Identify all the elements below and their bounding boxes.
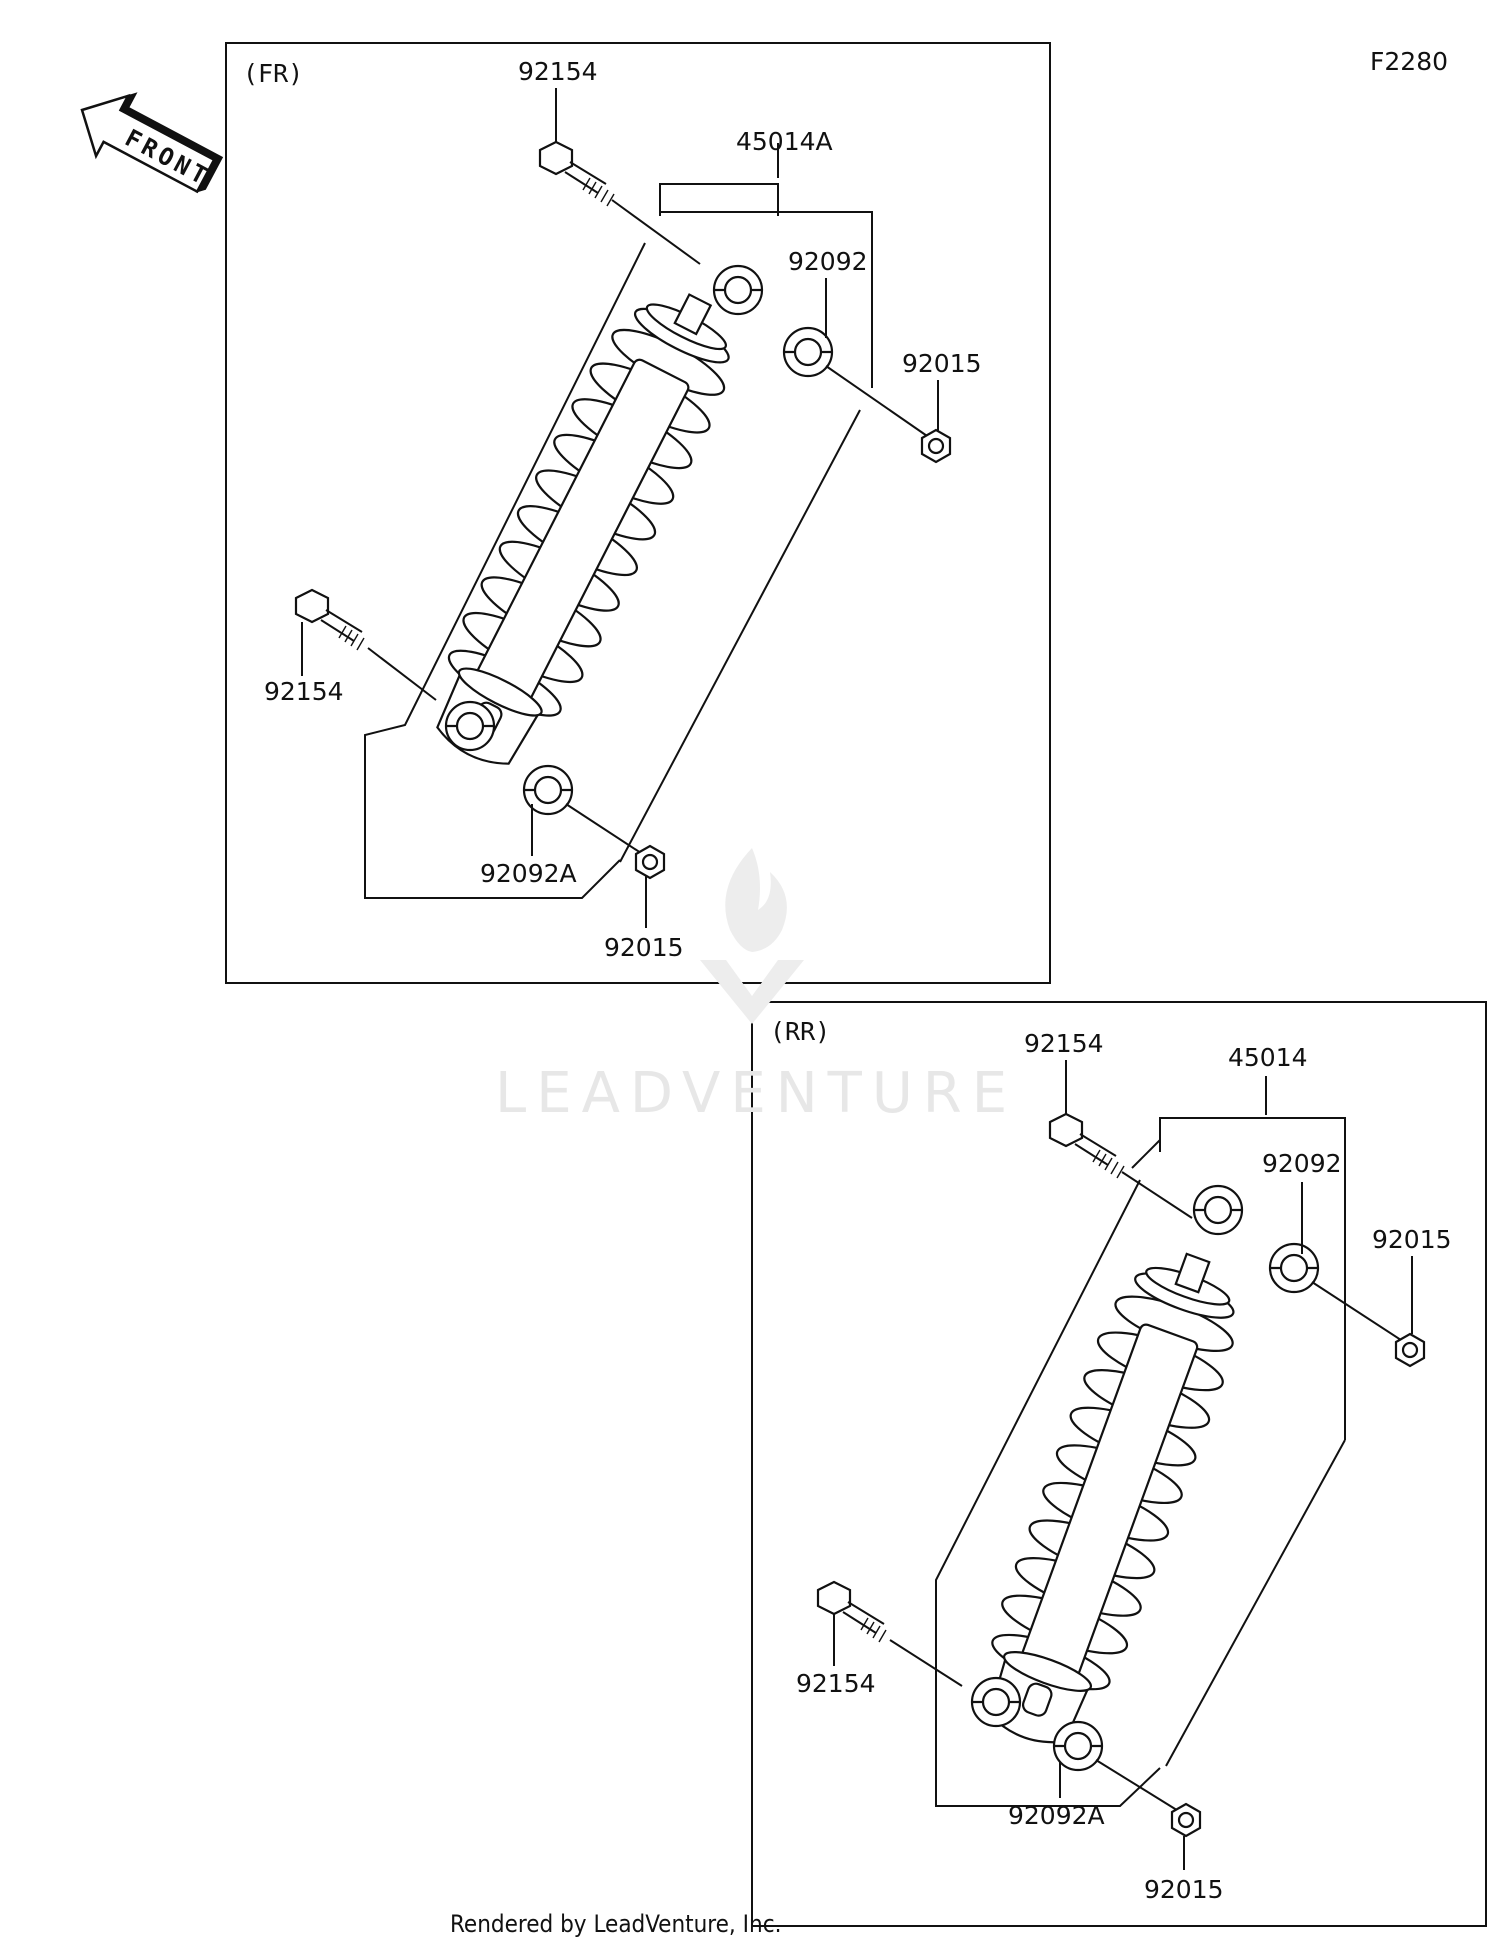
- front-bottom-nut: [634, 844, 666, 880]
- rear-assembly-bracket-right: [1159, 1117, 1346, 1440]
- footer-credit: Rendered by LeadVenture, Inc.: [450, 1910, 781, 1938]
- front-direction-arrow: FRONT: [80, 92, 224, 194]
- rear-top-collar: [1268, 1242, 1320, 1294]
- watermark-text: LEADVENTURE: [495, 1061, 1017, 1126]
- front-label-nut-top: 92015: [902, 349, 982, 378]
- rear-bottom-bolt: [816, 1580, 963, 1687]
- front-label-assembly: 45014A: [736, 127, 833, 156]
- rear-label-bolt-top: 92154: [1024, 1029, 1104, 1058]
- rear-label-collar-bottom: 92092A: [1008, 1801, 1105, 1830]
- rear-top-bolt: [1048, 1112, 1193, 1219]
- rear-label-bolt-bottom: 92154: [796, 1669, 876, 1698]
- front-section-title: (FR): [243, 59, 303, 88]
- rear-section-title: (RR): [770, 1017, 830, 1046]
- front-top-nut: [920, 428, 952, 464]
- rear-section-frame: [751, 1001, 1487, 1927]
- rear-assembly-bracket-diag: [1165, 1439, 1346, 1767]
- front-assembly-bracket-left: [364, 242, 646, 899]
- rear-assembly-bracket-left: [935, 1179, 1161, 1807]
- front-assembly-bracket-top: [659, 183, 779, 216]
- front-bottom-bolt: [294, 588, 437, 701]
- front-label-bolt-bottom: 92154: [264, 677, 344, 706]
- front-assembly-bracket-diag: [619, 409, 861, 863]
- front-top-sleeve: [712, 264, 764, 316]
- front-bottom-sleeve: [444, 700, 496, 752]
- front-section-frame: [225, 42, 1051, 984]
- rear-section: (RR): [751, 1001, 1487, 1927]
- diagram-code: F2280: [1370, 47, 1448, 76]
- rear-assembly-bracket-top: [1131, 1139, 1161, 1169]
- rear-label-collar-top: 92092: [1262, 1149, 1342, 1178]
- rear-top-nut: [1394, 1332, 1426, 1368]
- rear-top-sleeve: [1192, 1184, 1244, 1236]
- front-assembly-bracket-right: [660, 211, 873, 388]
- front-label-nut-bottom: 92015: [604, 933, 684, 962]
- front-top-bolt: [538, 140, 701, 265]
- rear-bottom-collar: [1052, 1720, 1104, 1772]
- rear-label-assembly: 45014: [1228, 1043, 1308, 1072]
- rear-label-nut-bottom: 92015: [1144, 1875, 1224, 1904]
- front-section: (FR): [225, 42, 1051, 984]
- front-label-collar-bottom: 92092A: [480, 859, 577, 888]
- front-top-collar: [782, 326, 834, 378]
- rear-bottom-sleeve: [970, 1676, 1022, 1728]
- front-label-collar-top: 92092: [788, 247, 868, 276]
- watermark: LEADVENTURE: [495, 848, 1017, 1126]
- rear-bottom-nut: [1170, 1802, 1202, 1838]
- front-label-bolt-top: 92154: [518, 57, 598, 86]
- rear-label-nut-top: 92015: [1372, 1225, 1452, 1254]
